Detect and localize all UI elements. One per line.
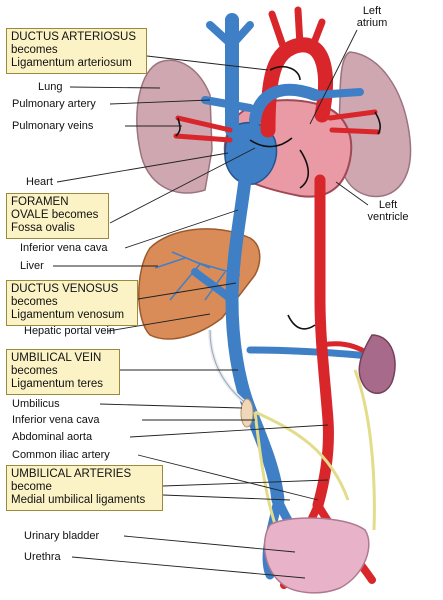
label-left-atrium: Left atrium xyxy=(352,5,392,29)
label-left-atrium-line-2: atrium xyxy=(356,17,388,29)
flow-arrows xyxy=(175,65,381,330)
right-lung xyxy=(136,59,213,194)
umbilical-arteries-line-1: UMBILICAL ARTERIES xyxy=(11,468,132,480)
label-left-ventricle-line-1: Left xyxy=(378,199,398,211)
label-left-ventricle: Left ventricle xyxy=(362,199,414,223)
kidney xyxy=(358,334,396,394)
label-abdominal-aorta: Abdominal aorta xyxy=(12,431,93,443)
ductus-arteriosus-line-3: Ligamentum arteriosum xyxy=(11,57,132,69)
umbilical-vein-box: UMBILICAL VEIN becomes Ligamentum teres xyxy=(6,349,120,395)
inferior-vena-cava-vessel xyxy=(225,173,285,507)
leader-lines xyxy=(53,29,369,579)
foramen-ovale-line-1: FORAMEN xyxy=(11,196,69,208)
left-lung xyxy=(337,51,412,198)
umbilical-vein-line-1: UMBILICAL VEIN xyxy=(11,352,102,364)
label-lung: Lung xyxy=(38,81,63,93)
label-inferior-vena-cava-upper: Inferior vena cava xyxy=(20,242,108,254)
ductus-arteriosus-line-2: becomes xyxy=(11,44,58,56)
label-umbilicus: Umbilicus xyxy=(12,398,60,410)
abdominal-aorta-vessel xyxy=(312,174,334,511)
ductus-arteriosus-box: DUCTUS ARTERIOSUS becomes Ligamentum art… xyxy=(6,28,147,74)
label-left-ventricle-line-2: ventricle xyxy=(367,211,409,223)
label-hepatic-portal-vein: Hepatic portal vein xyxy=(24,325,116,337)
umbilical-vein-line-3: Ligamentum teres xyxy=(11,378,104,390)
label-urethra: Urethra xyxy=(24,551,61,563)
foramen-ovale-box: FORAMEN OVALE becomes Fossa ovalis xyxy=(6,193,109,239)
ductus-venosus-line-2: becomes xyxy=(11,296,58,308)
label-pulmonary-veins: Pulmonary veins xyxy=(12,120,94,132)
foramen-ovale-line-3: Fossa ovalis xyxy=(11,222,75,234)
pulmonary-veins-right xyxy=(327,109,381,135)
umbilical-arteries-line-2: become xyxy=(11,481,52,493)
umbilicus xyxy=(240,398,254,428)
label-heart: Heart xyxy=(26,176,53,188)
ductus-venosus-line-1: DUCTUS VENOSUS xyxy=(11,283,119,295)
foramen-ovale-line-2: OVALE becomes xyxy=(11,209,99,221)
pulmonary-veins-left xyxy=(173,115,233,143)
umbilical-arteries-box: UMBILICAL ARTERIES become Medial umbilic… xyxy=(6,465,163,511)
label-common-iliac-artery: Common iliac artery xyxy=(12,449,110,461)
ductus-arteriosus-line-1: DUCTUS ARTERIOSUS xyxy=(11,31,137,43)
pulmonary-artery xyxy=(249,83,321,126)
label-left-atrium-line-1: Left xyxy=(362,5,382,17)
ductus-venosus-line-3: Ligamentum venosum xyxy=(11,309,125,321)
urinary-bladder xyxy=(263,517,370,594)
label-pulmonary-artery: Pulmonary artery xyxy=(12,98,96,110)
umbilical-arteries-line-3: Medial umbilical ligaments xyxy=(11,494,146,506)
label-liver: Liver xyxy=(20,260,44,272)
ductus-venosus-box: DUCTUS VENOSUS becomes Ligamentum venosu… xyxy=(6,280,138,326)
label-inferior-vena-cava-lower: Inferior vena cava xyxy=(12,414,100,426)
label-urinary-bladder: Urinary bladder xyxy=(24,530,100,542)
umbilical-vein-line-2: becomes xyxy=(11,365,58,377)
